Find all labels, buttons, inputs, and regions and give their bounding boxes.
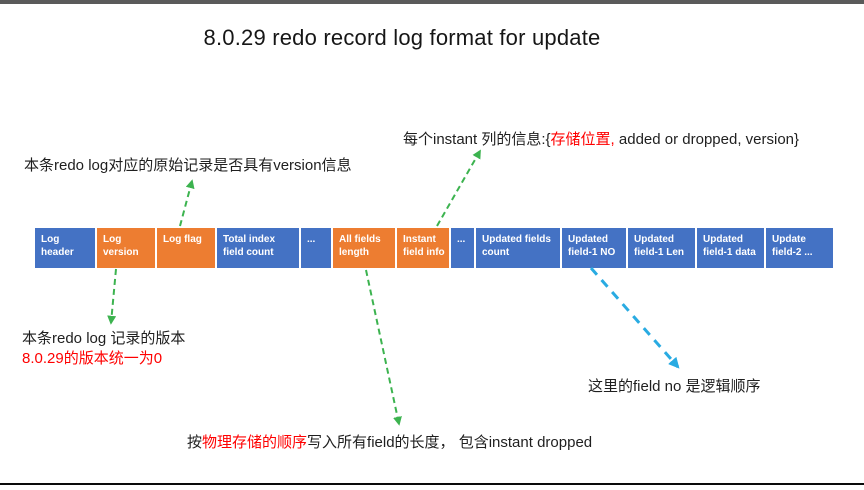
page-title: 8.0.29 redo record log format for update (203, 25, 601, 50)
field-box-instant-field-info: Instant field info (397, 228, 449, 268)
field-box-log-header: Log header (35, 228, 95, 268)
annotation-all-fields-red: 物理存储的顺序 (202, 434, 308, 451)
field-box-update-field-2: Update field-2 ... (766, 228, 833, 268)
bottom-border-line (0, 483, 864, 485)
annotation-all-fields: 按物理存储的顺序写入所有field的长度， 包含instant dropped (187, 431, 592, 452)
annotation-log-version-line1: 本条redo log 记录的版本 (22, 330, 186, 347)
field-box-total-index-field-count: Total index field count (217, 228, 299, 268)
field-box-all-fields-length: All fields length (333, 228, 395, 268)
annotation-instant-info: 每个instant 列的信息:{存储位置, added or dropped, … (403, 128, 799, 149)
annotation-version-flag-text: 本条redo log对应的原始记录是否具有version信息 (24, 157, 352, 174)
field-box-ellipsis: ... (301, 228, 331, 268)
field-box-updated-field-1-len: Updated field-1 Len (628, 228, 695, 268)
arrow-log-version-to-annotation (107, 268, 117, 325)
annotation-field-no: 这里的field no 是逻辑顺序 (588, 375, 761, 396)
annotation-field-no-text: 这里的field no 是逻辑顺序 (588, 378, 761, 395)
field-box-updated-field-1-no: Updated field-1 NO (562, 228, 626, 268)
field-box-updated-field-1-data: Updated field-1 data (697, 228, 764, 268)
field-box-log-flag: Log flag (157, 228, 215, 268)
annotation-log-version-line2: 8.0.29的版本统一为0 (22, 350, 163, 367)
annotation-instant-info-prefix: 每个instant 列的信息:{ (403, 131, 551, 148)
annotation-all-fields-prefix: 按 (187, 434, 203, 451)
field-box-ellipsis: ... (451, 228, 474, 268)
arrow-instant-info-to-annotation (436, 149, 481, 227)
arrow-field-no-to-annotation (589, 267, 680, 369)
annotation-instant-info-suffix: added or dropped, version} (614, 131, 800, 148)
field-box-log-version: Log version (97, 228, 155, 268)
annotation-log-version: 本条redo log 记录的版本 8.0.29的版本统一为0 (22, 329, 185, 369)
annotation-version-flag: 本条redo log对应的原始记录是否具有version信息 (24, 154, 352, 175)
annotation-all-fields-suffix: 写入所有field的长度， 包含instant dropped (307, 434, 593, 451)
field-box-updated-fields-count: Updated fields count (476, 228, 560, 268)
top-border-bar (0, 0, 864, 4)
annotation-instant-info-red: 存储位置, (550, 131, 615, 148)
arrow-log-flag-to-annotation (179, 179, 195, 227)
arrow-all-fields-to-annotation (365, 269, 402, 426)
